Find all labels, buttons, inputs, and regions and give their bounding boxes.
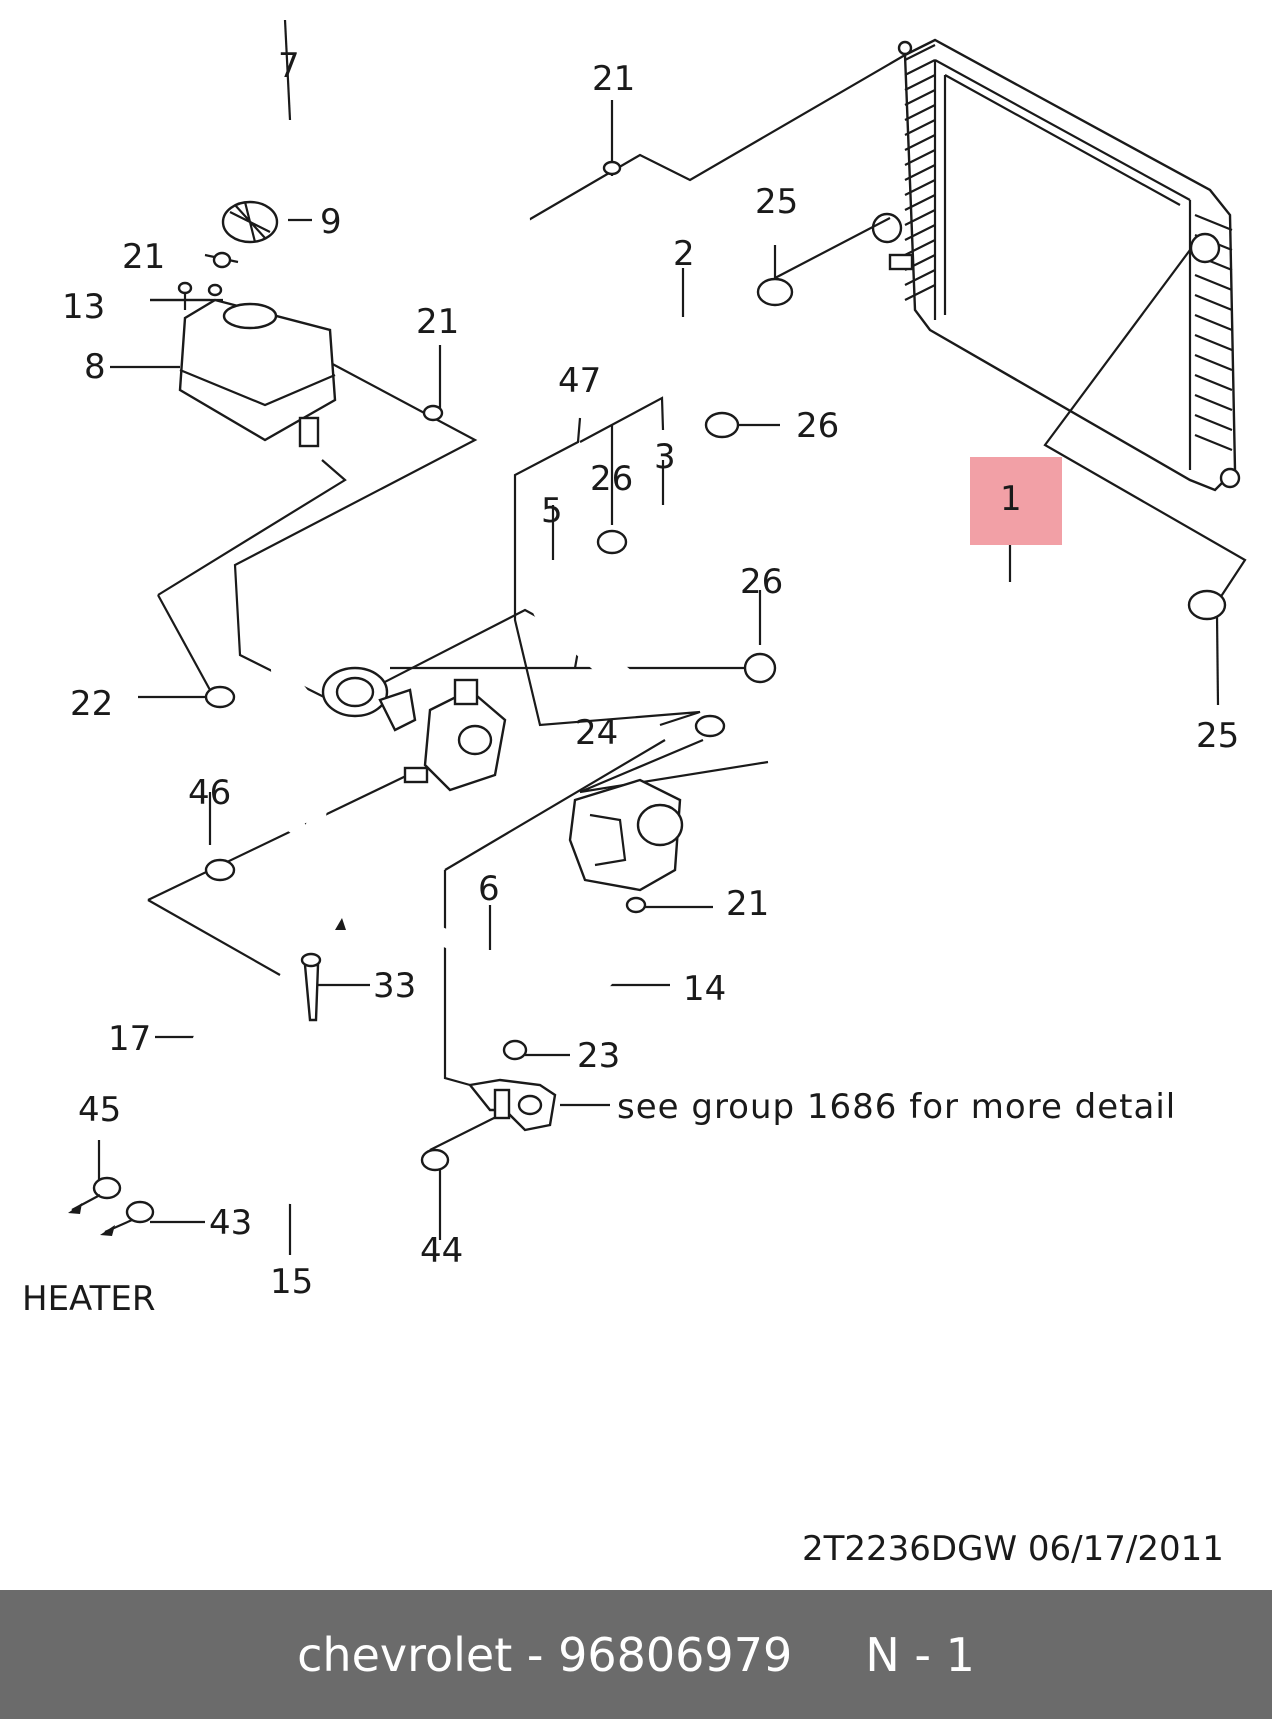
label-22: 22 — [70, 684, 113, 724]
bolt-33 — [300, 918, 346, 1022]
label-7: 7 — [278, 46, 300, 86]
label-6: 6 — [478, 869, 500, 909]
label-14: 14 — [683, 969, 726, 1009]
label-23: 23 — [577, 1036, 620, 1076]
label-26c: 26 — [740, 562, 783, 602]
part-1-highlight[interactable] — [970, 457, 1062, 545]
footer-bar: chevrolet - 96806979 N - 1 — [0, 1590, 1272, 1719]
expansion-tank-8 — [178, 298, 337, 448]
label-45: 45 — [78, 1090, 121, 1130]
label-24: 24 — [575, 713, 618, 753]
label-13: 13 — [62, 287, 105, 327]
label-21a: 21 — [592, 59, 635, 99]
label-46: 46 — [188, 773, 231, 813]
label-25a: 25 — [755, 182, 798, 222]
water-outlet-housing — [568, 778, 684, 892]
leader-lines — [97, 19, 1247, 1255]
hoses — [124, 130, 1196, 1204]
label-33: 33 — [373, 966, 416, 1006]
radiator-cap-9 — [221, 200, 279, 244]
label-21b: 21 — [122, 237, 165, 277]
label-21d: 21 — [726, 884, 769, 924]
drawing-code: 2T2236DGW 06/17/2011 — [802, 1529, 1224, 1569]
cooling-system-parts-diagram: 7 21 9 21 13 8 21 25 2 47 26 26 3 5 1 26… — [22, 19, 1247, 1569]
label-3: 3 — [654, 437, 676, 477]
label-9: 9 — [320, 202, 342, 242]
label-15: 15 — [270, 1262, 313, 1302]
clamps — [92, 160, 1227, 1224]
label-43: 43 — [209, 1203, 252, 1243]
radiator — [871, 38, 1241, 492]
label-8: 8 — [84, 347, 106, 387]
label-44: 44 — [420, 1231, 463, 1271]
heater-label: HEATER — [22, 1279, 156, 1319]
label-1: 1 — [1000, 479, 1022, 519]
label-26b: 26 — [590, 459, 633, 499]
heater-arrows — [68, 1194, 133, 1236]
label-47: 47 — [558, 361, 601, 401]
label-25b: 25 — [1196, 716, 1239, 756]
label-5: 5 — [541, 491, 563, 531]
thermostat-housing — [321, 666, 507, 792]
label-26a: 26 — [796, 406, 839, 446]
bypass-pipe-fitting — [467, 1078, 557, 1132]
label-17: 17 — [108, 1019, 151, 1059]
label-2: 2 — [673, 234, 695, 274]
see-group-note: see group 1686 for more detail — [617, 1087, 1176, 1127]
footer-title: chevrolet - 96806979 N - 1 — [297, 1627, 975, 1682]
label-21c: 21 — [416, 302, 459, 342]
callout-labels: 7 21 9 21 13 8 21 25 2 47 26 26 3 5 1 26… — [22, 46, 1239, 1569]
